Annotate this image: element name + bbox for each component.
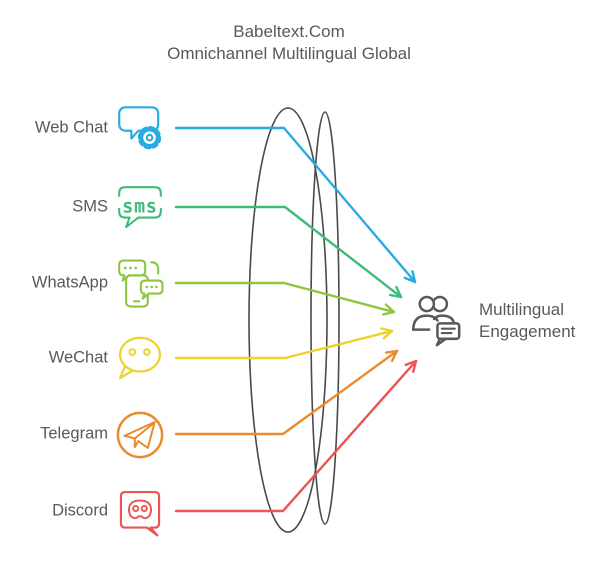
plane-circle [116,411,164,459]
speech-bubble-tail [435,337,447,347]
page-title: Babeltext.Com Omnichannel Multilingual G… [0,21,578,65]
channel-label-sms: SMS [72,197,108,216]
wechat-flow-line [174,329,394,360]
telegram-arrowhead [390,349,399,362]
chat-bubble-top [118,259,147,282]
channel-label-discord: Discord [52,501,108,520]
sms-arrowhead [389,293,403,299]
bubble-dots [123,266,158,289]
people-speech-bubble-icon [412,295,461,347]
lens-front-ellipse [248,107,328,533]
lens-rim-ellipse [310,111,340,525]
discord-arrowhead [412,359,418,373]
gear-hole [145,133,154,142]
square-bubble-shape [119,490,161,537]
whatsapp-arrowhead [382,310,396,316]
right-eye [143,348,151,356]
sms-flow-line [174,205,403,299]
sms-text-backing [114,196,166,208]
sms-bubble-icon: sms [114,186,166,229]
bubble-face [118,336,162,373]
sms-text: sms [122,197,157,218]
web-chat-arrowhead [411,270,417,284]
plane-fold [133,422,154,440]
whatsapp-flow-line [174,281,396,314]
target-label-line-1: Multilingual [479,300,565,319]
telegram-flow-line [174,349,399,436]
discord-right-eye [140,504,148,513]
wechat-arrowhead [382,329,394,340]
chat-bubble-shape [118,106,160,140]
channel-label-telegram: Telegram [40,424,108,443]
gear-teeth [137,125,162,150]
discord-bubble-icon [119,490,161,537]
front-person-head [418,295,436,313]
sms-bubble-shape [118,186,162,229]
telegram-arrowhead [384,349,399,354]
web-chat-arrowhead [403,276,417,284]
whatsapp-arrowhead [384,303,396,314]
channel-label-whatsapp: WhatsApp [31,273,108,292]
speech-bubble-box [436,322,461,341]
target-label-line-2: Engagement [479,322,576,341]
left-eye [128,348,137,356]
web-chat-flow-line [174,126,417,284]
title-line-1: Babeltext.Com [233,22,345,41]
front-person-body [412,314,439,331]
channel-label-web-chat: Web Chat [34,118,108,137]
discord-left-eye [132,504,140,513]
device-curve [150,261,160,275]
title-line-2: Omnichannel Multilingual Global [167,44,411,63]
wechat-bubble-icon [118,336,162,380]
speech-bubble-lines [440,327,456,335]
target-label: Multilingual Engagement [479,299,575,343]
chat-bubble-gear-icon [118,106,162,150]
discord-arrowhead [404,359,418,367]
channel-label-wechat: WeChat [48,348,108,367]
discord-flow-line [174,359,418,513]
sms-arrowhead [395,285,403,299]
chat-bubble-right [139,279,164,300]
discord-face [128,499,152,520]
telegram-plane-icon [116,411,164,459]
phone-chat-bubbles-icon [118,259,164,308]
wechat-arrowhead [380,327,394,333]
